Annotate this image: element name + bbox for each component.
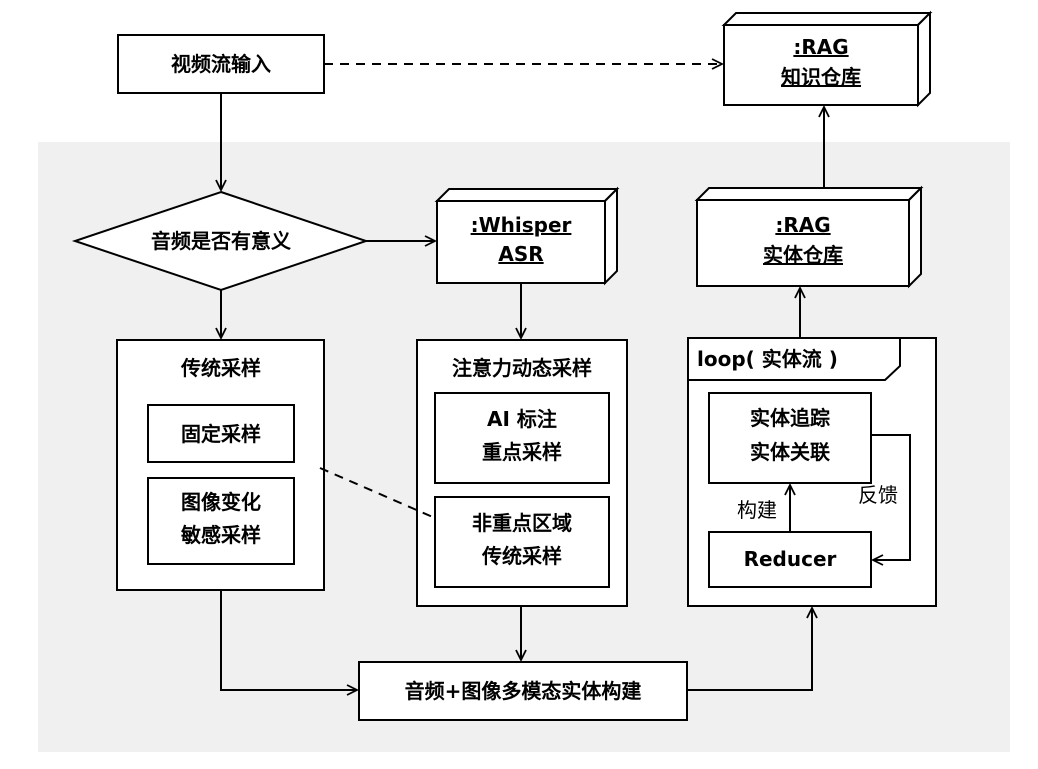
attention-sampling-title: 注意力动态采样 (452, 356, 592, 380)
ai-label-line1: AI 标注 (487, 407, 557, 431)
rag-entity-node: :RAG 实体仓库 (694, 185, 924, 289)
rag-knowledge-subtitle: 知识仓库 (781, 65, 861, 89)
feedback-label: 反馈 (858, 483, 898, 507)
non-key-region-box (434, 496, 610, 588)
whisper-title: :Whisper (471, 213, 572, 237)
ai-label-line2: 重点采样 (482, 440, 562, 464)
rag-knowledge-title: :RAG (793, 35, 848, 59)
entity-tracking-box (708, 392, 872, 484)
video-input-label: 视频流输入 (171, 52, 271, 76)
arrow-feedback-to-reducer (871, 434, 911, 560)
ai-label-box (434, 392, 610, 484)
image-change-sampling-box (147, 477, 295, 565)
fixed-sampling-box (147, 404, 295, 463)
dashed-link-traditional (319, 467, 436, 519)
non-key-line1: 非重点区域 (472, 511, 572, 535)
traditional-sampling-title: 传统采样 (180, 356, 261, 380)
tracking-line1: 实体追踪 (750, 406, 830, 430)
flow-arrows (220, 93, 911, 691)
attention-sampling-group: 注意力动态采样 AI 标注 重点采样 非重点区域 传统采样 (416, 339, 628, 607)
arrow-traditional-to-multimodal (220, 590, 357, 690)
reducer-box (708, 531, 872, 588)
whisper-asr-node: :Whisper ASR (434, 186, 620, 286)
multimodal-build-box: 音频+图像多模态实体构建 (358, 661, 688, 721)
video-input-box: 视频流输入 (117, 34, 325, 94)
reducer-label: Reducer (744, 547, 837, 571)
arrow-multimodal-to-loop (687, 608, 812, 691)
tracking-line2: 实体关联 (750, 440, 830, 464)
whisper-subtitle: ASR (498, 242, 543, 266)
multimodal-label: 音频+图像多模态实体构建 (405, 679, 642, 703)
fixed-sampling-label: 固定采样 (181, 422, 261, 446)
non-key-line2: 传统采样 (481, 544, 562, 568)
traditional-sampling-group: 传统采样 固定采样 图像变化 敏感采样 (116, 339, 325, 591)
loop-title: loop( 实体流 ) (697, 347, 838, 371)
rag-entity-title: :RAG (775, 213, 830, 237)
image-change-line2: 敏感采样 (180, 523, 261, 547)
loop-fragment-tab (687, 337, 901, 381)
build-label: 构建 (737, 498, 777, 522)
audio-decision-label: 音频是否有意义 (151, 229, 291, 253)
image-change-line1: 图像变化 (181, 490, 261, 514)
loop-fragment: loop( 实体流 ) 实体追踪 实体关联 Reducer 构建 反馈 (687, 337, 937, 607)
rag-entity-subtitle: 实体仓库 (763, 243, 843, 267)
rag-knowledge-node: :RAG 知识仓库 (721, 10, 933, 108)
